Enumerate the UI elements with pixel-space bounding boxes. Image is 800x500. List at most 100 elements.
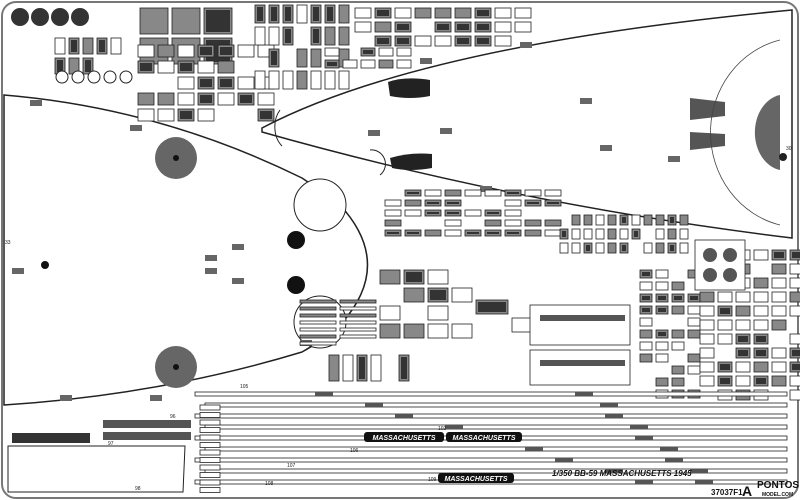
- fitting-part: [157, 108, 175, 122]
- ladder-part: [339, 299, 377, 304]
- davit-part: [639, 329, 653, 339]
- gun-mount: [723, 248, 737, 262]
- frame-part: [378, 59, 394, 69]
- frame-part: [414, 7, 432, 19]
- frame-part: [360, 59, 376, 69]
- catapult-part: [529, 349, 631, 386]
- frame-part-detail: [457, 38, 469, 44]
- part-number: 105: [240, 384, 249, 390]
- rail-part: [384, 219, 402, 227]
- strip-tab: [315, 392, 333, 396]
- door-part: [254, 70, 266, 90]
- hull-strip: [204, 424, 788, 430]
- winch-part: [667, 228, 677, 240]
- fitting-part: [699, 333, 715, 345]
- hull-strip: [204, 446, 788, 452]
- fitting-part: [753, 305, 769, 317]
- fitting-part: [699, 291, 715, 303]
- ladder-part: [339, 313, 377, 318]
- bracket-part-detail: [71, 40, 77, 52]
- winch-part: [655, 242, 665, 254]
- fitting-part: [735, 305, 751, 317]
- fitting-part: [771, 375, 787, 387]
- fitting-part-detail: [220, 79, 232, 87]
- ladder-part: [339, 320, 377, 325]
- hull-strip: [194, 457, 788, 463]
- frame-part: [494, 21, 512, 33]
- frame-part-detail: [377, 38, 389, 44]
- deck-mark: [232, 244, 244, 250]
- davit-part: [639, 317, 653, 327]
- deck-mark: [668, 156, 680, 162]
- vent-part-detail: [359, 357, 365, 379]
- fitting-part: [137, 92, 155, 106]
- winch-part: [643, 242, 653, 254]
- winch-part: [595, 214, 605, 226]
- fitting-part: [699, 375, 715, 387]
- frame-part: [514, 21, 532, 33]
- fitting-part: [735, 291, 751, 303]
- small-strip-part: [199, 457, 221, 463]
- fitting-part-detail: [220, 47, 232, 55]
- frame-part: [514, 7, 532, 19]
- deck-mark: [60, 395, 72, 401]
- ladder-part: [299, 341, 337, 346]
- davit-part: [671, 281, 685, 291]
- deck-mark: [205, 255, 217, 261]
- door-part: [324, 70, 336, 90]
- strip-tab: [525, 447, 543, 451]
- panel-98: [7, 445, 186, 493]
- part-number: 30: [786, 146, 792, 152]
- davit-part-detail: [642, 272, 650, 276]
- fitting-part: [717, 333, 733, 345]
- frame-part: [394, 7, 412, 19]
- fitting-part: [771, 361, 787, 373]
- platform-part: [451, 323, 473, 339]
- rail-part: [504, 219, 522, 227]
- frame-part-detail: [397, 24, 409, 30]
- deck-hole-1: [287, 231, 305, 249]
- door-part: [338, 70, 350, 90]
- fitting-part: [699, 361, 715, 373]
- gun-tub-part: [694, 239, 746, 291]
- fitting-part: [197, 108, 215, 122]
- fitting-part: [789, 263, 800, 275]
- platform-part: [379, 323, 401, 339]
- davit-part: [655, 341, 669, 351]
- fitting-part: [197, 60, 215, 74]
- rail-part: [444, 189, 462, 197]
- fitting-part-detail: [792, 252, 800, 258]
- fitting-part: [771, 277, 787, 289]
- fitting-part: [735, 361, 751, 373]
- fitting-part: [699, 347, 715, 359]
- strip-tab: [605, 469, 623, 473]
- fitting-part: [789, 375, 800, 387]
- rail-strip-96: [103, 420, 191, 428]
- fitting-part-detail: [720, 378, 730, 384]
- turret-center-2: [173, 364, 179, 370]
- frame-part-detail: [363, 50, 373, 54]
- small-strip-part: [199, 472, 221, 478]
- part-number: 106: [350, 448, 359, 454]
- strip-tab: [575, 392, 593, 396]
- davit-part: [687, 305, 701, 315]
- winch-part: [571, 242, 581, 254]
- strip-tab: [555, 458, 573, 462]
- fitting-part-detail: [774, 252, 784, 258]
- fitting-part-detail: [260, 111, 272, 119]
- gun-mount: [723, 268, 737, 282]
- davit-part: [671, 341, 685, 351]
- winch-part: [595, 242, 605, 254]
- winch-part: [679, 214, 689, 226]
- davit-part: [655, 377, 669, 387]
- rail-part: [444, 219, 462, 227]
- frame-part: [378, 47, 394, 57]
- fitting-part-detail: [756, 378, 766, 384]
- door-part: [338, 4, 350, 24]
- ring-part: [103, 70, 117, 84]
- rail-part-detail: [407, 232, 419, 234]
- door-part-detail: [271, 7, 277, 21]
- winch-part: [619, 228, 629, 240]
- brand-url: MODEL.COM: [762, 492, 793, 498]
- winch-part: [655, 214, 665, 226]
